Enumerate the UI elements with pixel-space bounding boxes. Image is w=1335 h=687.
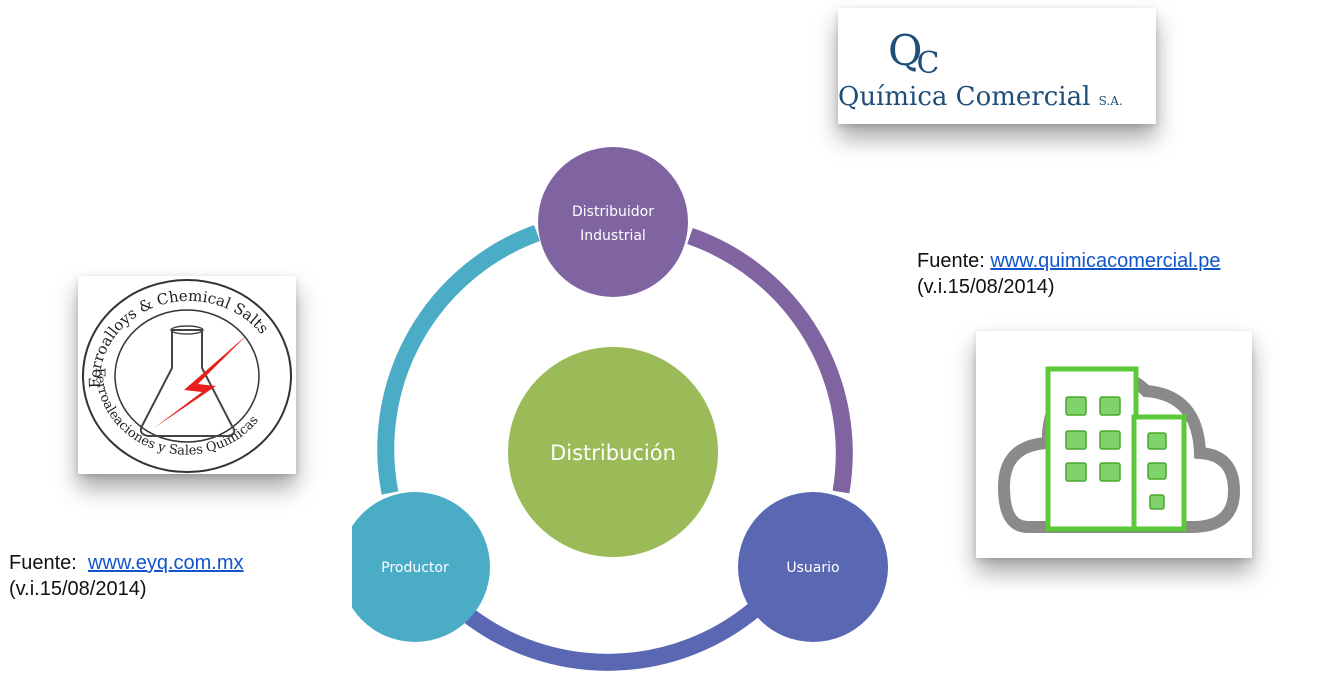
node-producer xyxy=(340,492,490,642)
cycle-arc-user-to-producer xyxy=(462,602,761,671)
node-distributor xyxy=(538,147,688,297)
qc-monogram: QC xyxy=(888,26,940,81)
source-caption-eyq: Fuente: www.eyq.com.mx (v.i.15/08/2014) xyxy=(9,550,244,602)
quimica-comercial-logo: QC Química Comercial S.A. xyxy=(838,8,1156,124)
node-user-label: Usuario xyxy=(786,560,839,576)
node-distributor-label-line1: Distribuidor xyxy=(572,204,654,220)
node-distributor-label-line2: Industrial xyxy=(580,228,646,244)
cycle-arc-producer-to-distributor xyxy=(377,225,540,495)
source-line: Fuente: www.quimicacomercial.pe xyxy=(917,250,1221,272)
source-line: Fuente: www.eyq.com.mx xyxy=(9,552,244,574)
ferroalloys-logo: Ferroalloys & Chemical Salts Ferroaleaci… xyxy=(78,276,296,474)
source-link-eyq[interactable]: www.eyq.com.mx xyxy=(87,552,244,574)
node-producer-cut xyxy=(336,480,352,660)
node-user xyxy=(738,492,888,642)
node-producer-label: Productor xyxy=(381,560,449,576)
building-cloud-logo xyxy=(976,331,1252,558)
svg-text:Ferroaleaciones y Sales Químic: Ferroaleaciones y Sales Químicas xyxy=(92,368,262,459)
flask-lightning-icon: Ferroalloys & Chemical Salts Ferroaleaci… xyxy=(82,279,292,473)
source-date: (v.i.15/08/2014) xyxy=(917,276,1055,298)
source-caption-quimicacomercial: Fuente: www.quimicacomercial.pe (v.i.15/… xyxy=(917,248,1220,300)
qc-company-name: Química Comercial S.A. xyxy=(838,82,1123,112)
center-node xyxy=(508,347,718,557)
center-node-label: Distribución xyxy=(550,441,676,465)
cycle-arc-distributor-to-user xyxy=(687,227,853,494)
source-date: (v.i.15/08/2014) xyxy=(9,578,147,600)
source-link-quimicacomercial[interactable]: www.quimicacomercial.pe xyxy=(990,250,1221,272)
building-cloud-icon xyxy=(997,366,1241,533)
